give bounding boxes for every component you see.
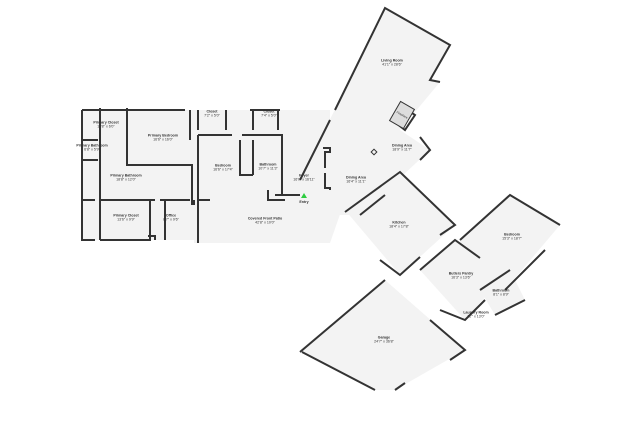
entry-label: Entry (299, 199, 309, 204)
fireplace (388, 100, 416, 130)
walls (81, 6, 561, 391)
entry-marker-icon (301, 193, 307, 198)
floor-areas (82, 8, 560, 390)
column-icon (370, 148, 378, 156)
